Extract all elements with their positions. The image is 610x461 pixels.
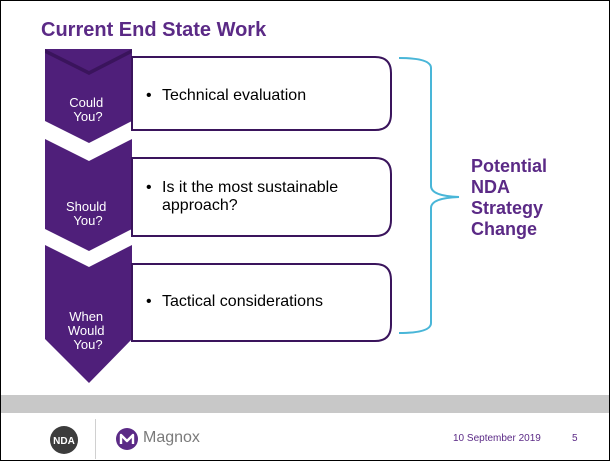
- step-box-1: [131, 56, 392, 131]
- step-chevron-3: [45, 245, 132, 383]
- footer-divider: [95, 419, 96, 459]
- step-text-2: Is it the most sustainable approach?: [162, 179, 343, 214]
- magnox-logo-icon: [116, 428, 138, 450]
- nda-logo: NDA: [50, 426, 78, 454]
- slide-title: Current End State Work: [41, 19, 267, 41]
- outcome-text: Potential NDA Strategy Change: [471, 156, 552, 239]
- step-bullet-2: •: [146, 179, 152, 196]
- svg-text:NDA: NDA: [53, 436, 75, 447]
- step-chevron-1: [45, 49, 132, 143]
- step-label-1: Could You?: [69, 95, 107, 124]
- step-text-3: Tactical considerations: [162, 293, 323, 310]
- step-box-2: [131, 157, 392, 237]
- footer-ribbon: [1, 395, 609, 413]
- step-chevron-2: [45, 139, 132, 251]
- page-number: 5: [572, 433, 578, 444]
- step-bullet-3: •: [146, 293, 152, 310]
- step-bullet-1: •: [146, 87, 152, 104]
- step-label-3: When Would You?: [68, 309, 108, 352]
- footer-date: 10 September 2019: [453, 433, 541, 444]
- step-text-1: Technical evaluation: [162, 87, 306, 104]
- grouping-bracket: [398, 57, 460, 334]
- step-label-2: Should You?: [66, 199, 110, 228]
- magnox-brand-text: Magnox: [143, 429, 200, 446]
- step-box-3: [131, 263, 392, 342]
